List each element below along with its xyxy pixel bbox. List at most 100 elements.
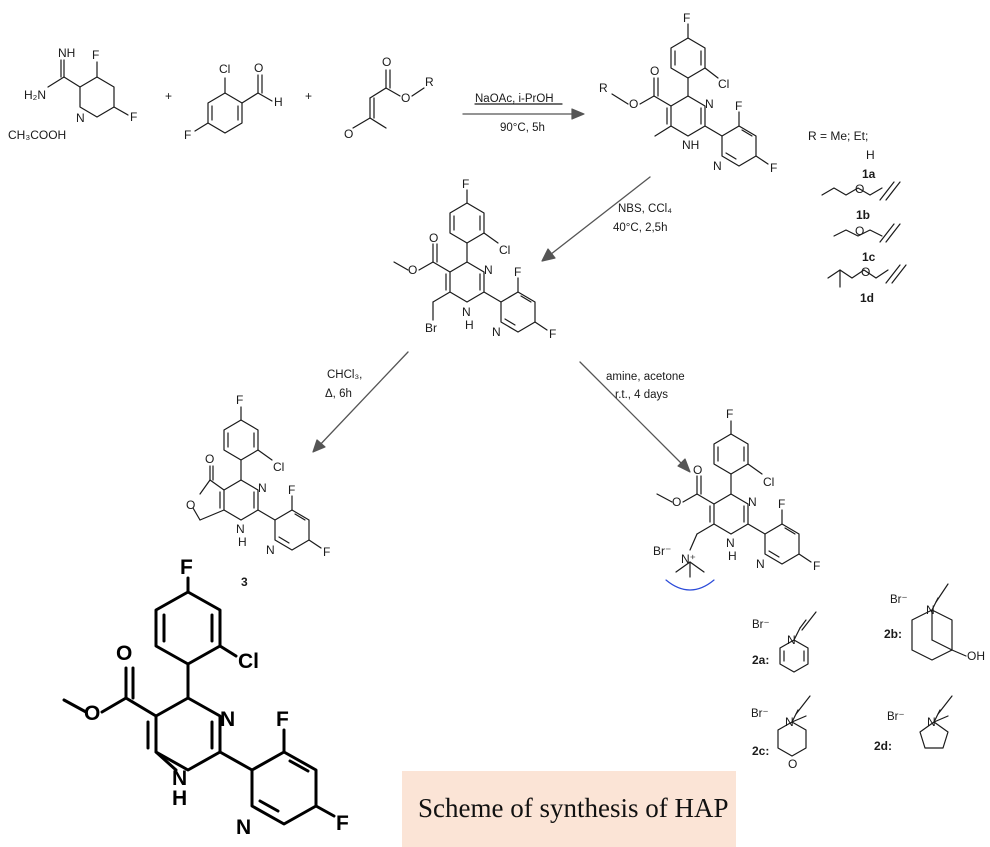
fluoro-atom: F [180, 556, 193, 579]
pyrimidine-N: N [726, 536, 735, 550]
compound-2b-label: 2b: [884, 627, 902, 641]
quaternary-N-plus: N⁺ [681, 552, 696, 566]
amidine-reagent: NH H₂N F F N CH₃COOH [8, 46, 137, 142]
R-group: R [599, 81, 608, 95]
compound-2c-label: 2c: [752, 744, 769, 758]
fluoro-atom: F [683, 11, 690, 25]
plus-sign: + [165, 89, 172, 103]
bromide-anion: Br⁻ [752, 619, 770, 631]
reaction-arrow-step3 [312, 351, 409, 453]
fluoro-atom: F [336, 812, 349, 835]
quinuclidinium-N: N [926, 603, 935, 617]
ether-O: O [855, 224, 864, 238]
amine-2d: Br⁻ 2d: N [874, 695, 953, 753]
bromomethyl-intermediate-structure: F Cl O O N N H Br F N F [393, 177, 556, 341]
pyrimidine-N: N [462, 305, 471, 319]
step4-condition-1: amine, acetone [606, 371, 685, 383]
fluoro-atom: F [770, 161, 777, 175]
carbonyl-O: O [254, 61, 263, 75]
hydroxyl-OH: OH [967, 649, 985, 663]
aldehyde-reagent: Cl O H F [184, 61, 283, 142]
chloro-atom: Cl [219, 62, 230, 76]
amine-2a: Br⁻ 2a: N [752, 611, 817, 673]
chloro-atom: Cl [273, 460, 284, 474]
lactone-O: O [186, 498, 195, 512]
product-1-structure: F Cl O O R N NH F N F [599, 11, 777, 175]
pyridine-N: N [236, 816, 251, 839]
bromide-anion: Br⁻ [751, 708, 769, 720]
ester-O: O [672, 495, 681, 509]
compound-1a-label: 1a [862, 167, 876, 181]
caption-box: Scheme of synthesis of HAP [402, 771, 736, 847]
morpholinium-N: N [785, 715, 794, 729]
step1-condition-1: NaOAc, i-PrOH [475, 93, 554, 105]
ester-O: O [84, 702, 100, 725]
fluoro-atom: F [276, 708, 289, 731]
ether-O: O [861, 265, 870, 279]
chloro-atom: Cl [763, 475, 774, 489]
pyrimidine-N: N [748, 495, 757, 509]
fluoro-atom: F [236, 393, 243, 407]
bromide-anion: Br⁻ [890, 594, 908, 606]
bromide-anion: Br⁻ [653, 544, 671, 558]
pyrimidine-N: N [258, 481, 267, 495]
r-group-label: R = Me; Et; [808, 129, 868, 143]
ether-O: O [855, 182, 864, 196]
pyridine-N: N [76, 111, 85, 125]
pyrimidine-NH: NH [682, 138, 699, 152]
fluoro-atom: F [514, 265, 521, 279]
fluoro-atom: F [778, 497, 785, 511]
pyridine-N: N [756, 557, 765, 571]
imine-NH: NH [58, 46, 75, 60]
fluoro-atom: F [323, 545, 330, 559]
step2-condition-1: NBS, CCl₄ [618, 203, 672, 215]
morpholine-O: O [788, 757, 797, 771]
pyridine-N: N [492, 325, 501, 339]
reaction-arrow-step1 [462, 108, 585, 120]
bromide-anion: Br⁻ [887, 711, 905, 723]
amine-H2N: H₂N [24, 88, 46, 102]
fluoro-atom: F [92, 48, 99, 62]
ester-O: O [629, 97, 638, 111]
reaction-arrow-step2 [541, 176, 651, 262]
carbonyl-O: O [650, 64, 659, 78]
compound-1d-label: 1d [860, 291, 874, 305]
bromo-atom: Br [425, 321, 437, 335]
step4-condition-2: r.t., 4 days [615, 389, 668, 401]
step3-condition-1: CHCl₃, [327, 369, 362, 381]
pyridine-N: N [266, 543, 275, 557]
compound-3-label: 3 [241, 575, 248, 589]
fluoro-atom: F [462, 177, 469, 191]
chloro-atom: Cl [499, 243, 510, 257]
pyrimidine-H: H [238, 535, 247, 549]
pyrimidine-H: H [728, 549, 737, 563]
chloro-atom: Cl [238, 650, 259, 673]
compound-2d-label: 2d: [874, 739, 892, 753]
compound-1c-label: 1c [862, 250, 876, 264]
R-group: R [425, 75, 434, 89]
ester-O: O [408, 263, 417, 277]
pyridinium-N: N [787, 633, 796, 647]
ester-O: O [401, 91, 410, 105]
fluoro-atom: F [549, 327, 556, 341]
fluoro-atom: F [184, 128, 191, 142]
fluoro-atom: F [130, 110, 137, 124]
carbonyl-O: O [693, 463, 702, 477]
fluoro-atom: F [735, 99, 742, 113]
amine-2c: Br⁻ 2c: N O [751, 695, 811, 771]
r-group-list: R = Me; Et; H 1a O 1b O 1c O 1d [808, 129, 907, 305]
lactone-carbonyl-O: O [205, 452, 214, 466]
plus-sign: + [305, 89, 312, 103]
compound-2a-label: 2a: [752, 653, 769, 667]
fluoro-atom: F [813, 559, 820, 573]
ester-O: O [382, 55, 391, 69]
pyrimidine-N: N [705, 97, 714, 111]
target-HAP-structure: F Cl O O N N H F N F [62, 556, 349, 839]
ketone-O: O [344, 127, 353, 141]
aldehyde-H: H [274, 95, 283, 109]
r-group-1a-H: H [866, 148, 875, 162]
reaction-arrow-step4 [579, 361, 691, 473]
carbonyl-O: O [116, 642, 132, 665]
chloro-atom: Cl [718, 77, 729, 91]
